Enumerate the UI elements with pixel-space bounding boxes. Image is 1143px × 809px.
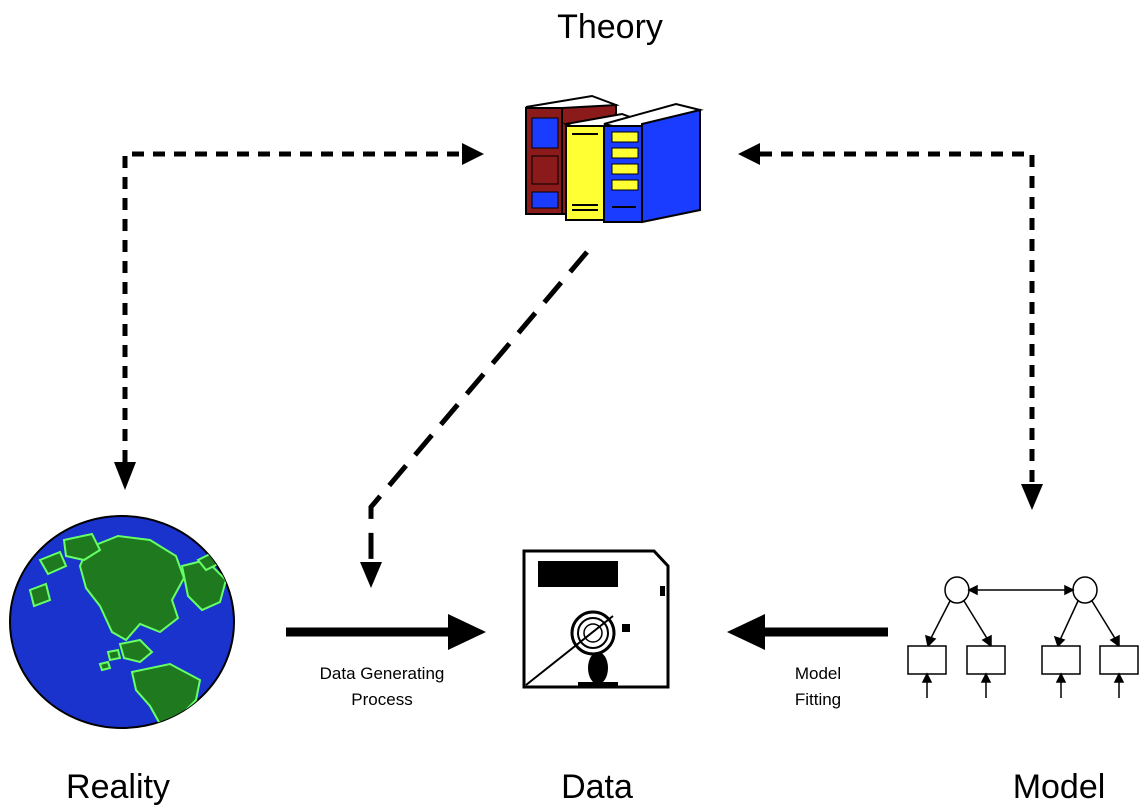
connector-theory-process <box>360 250 589 588</box>
arrowhead-to-theory-right <box>738 143 760 165</box>
model-label: Model <box>1013 768 1106 806</box>
data-label: Data <box>561 768 633 806</box>
indicator-box-1 <box>907 645 947 675</box>
arrowhead-to-theory-left <box>462 143 484 165</box>
reality-label: Reality <box>66 768 170 806</box>
connector-theory-reality <box>114 143 484 490</box>
latent-factor-2 <box>1072 576 1098 604</box>
floppy-disk-icon <box>522 549 670 689</box>
theory-label: Theory <box>557 8 663 46</box>
arrowhead-to-process <box>360 562 382 588</box>
indicator-box-4 <box>1099 645 1139 675</box>
path-model-icon <box>907 576 1139 698</box>
process-label-line2: Process <box>351 690 412 709</box>
process-label-line1: Data Generating <box>320 664 445 683</box>
arrow-model-fitting <box>727 614 888 650</box>
arrowhead-to-reality <box>114 462 136 490</box>
arrowhead-to-model <box>1021 484 1043 510</box>
connector-theory-model <box>738 143 1043 510</box>
fitting-label-line2: Fitting <box>795 690 841 709</box>
globe-icon <box>9 515 235 729</box>
latent-factor-1 <box>944 576 970 604</box>
arrow-data-generating-process <box>286 614 486 650</box>
fitting-label-line1: Model <box>795 664 841 683</box>
indicator-box-2 <box>966 645 1006 675</box>
books-icon <box>525 94 704 224</box>
indicator-box-3 <box>1041 645 1081 675</box>
